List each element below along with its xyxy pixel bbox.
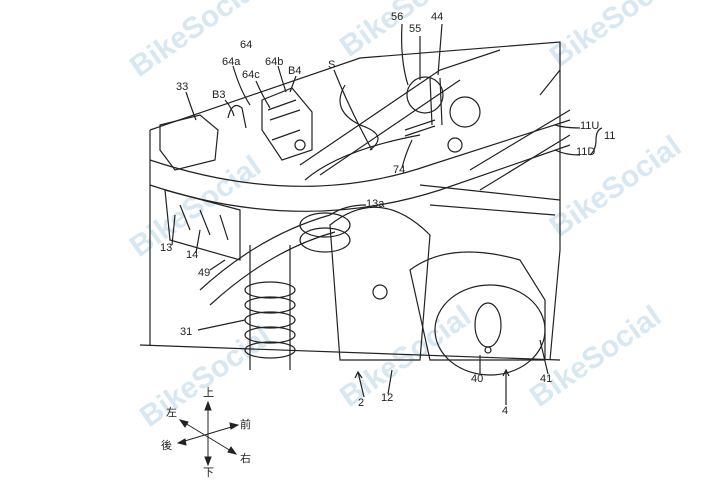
label-64: 64 [240, 39, 253, 51]
compass-right: 右 [240, 453, 251, 465]
label-74: 74 [393, 164, 406, 176]
label-12: 12 [381, 392, 394, 404]
label-64a: 64a [222, 56, 241, 68]
label-33: 33 [176, 81, 189, 93]
label-B3: B3 [212, 89, 226, 101]
label-31: 31 [180, 326, 193, 338]
label-11U: 11U [580, 120, 600, 132]
label-64c: 64c [242, 69, 260, 81]
label-41: 41 [540, 373, 553, 385]
label-B4: B4 [288, 65, 302, 77]
label-13a: 13a [366, 198, 385, 210]
label-14: 14 [186, 249, 199, 261]
compass-front: 前 [240, 419, 251, 431]
compass-down: 下 [203, 467, 214, 479]
label-2: 2 [358, 397, 365, 409]
compass-rear: 後 [161, 440, 172, 452]
label-4: 4 [502, 405, 509, 417]
label-44: 44 [431, 11, 444, 23]
label-55: 55 [409, 23, 422, 35]
compass-left: 左 [166, 407, 177, 419]
label-11: 11 [604, 130, 616, 142]
label-64b: 64b [265, 56, 284, 68]
label-56: 56 [391, 11, 404, 23]
label-11D: 11D [576, 146, 596, 158]
label-13: 13 [160, 242, 173, 254]
label-S: S [328, 59, 336, 71]
label-49: 49 [198, 267, 211, 279]
label-40: 40 [471, 373, 484, 385]
compass-up: 上 [203, 387, 214, 399]
